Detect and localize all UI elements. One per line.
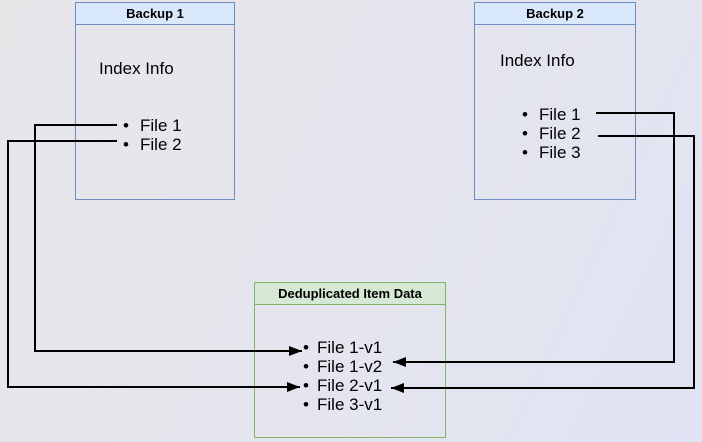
list-item: File 2 xyxy=(475,124,635,143)
list-item: File 2 xyxy=(76,135,234,154)
list-item: File 3-v1 xyxy=(255,395,445,414)
list-item: File 1-v2 xyxy=(255,357,445,376)
list-item: File 2-v1 xyxy=(255,376,445,395)
list-item: File 1 xyxy=(76,116,234,135)
list-item: File 1 xyxy=(475,105,635,124)
dedup-file-list: File 1-v1File 1-v2File 2-v1File 3-v1 xyxy=(255,338,445,414)
backup1-box[interactable]: Backup 1 Index Info File 1File 2 xyxy=(75,2,235,200)
backup1-file-list: File 1File 2 xyxy=(76,116,234,154)
list-item: File 1-v1 xyxy=(255,338,445,357)
backup2-title: Backup 2 xyxy=(475,3,635,25)
deduplicated-item-data-box[interactable]: Deduplicated Item Data File 1-v1File 1-v… xyxy=(254,282,446,438)
dedup-title: Deduplicated Item Data xyxy=(255,283,445,305)
backup2-box[interactable]: Backup 2 Index Info File 1File 2File 3 xyxy=(474,2,636,200)
backup2-index-info-label: Index Info xyxy=(500,51,575,70)
backup2-file-list: File 1File 2File 3 xyxy=(475,105,635,162)
backup1-title: Backup 1 xyxy=(76,3,234,25)
backup1-index-info-label: Index Info xyxy=(99,59,174,78)
list-item: File 3 xyxy=(475,143,635,162)
